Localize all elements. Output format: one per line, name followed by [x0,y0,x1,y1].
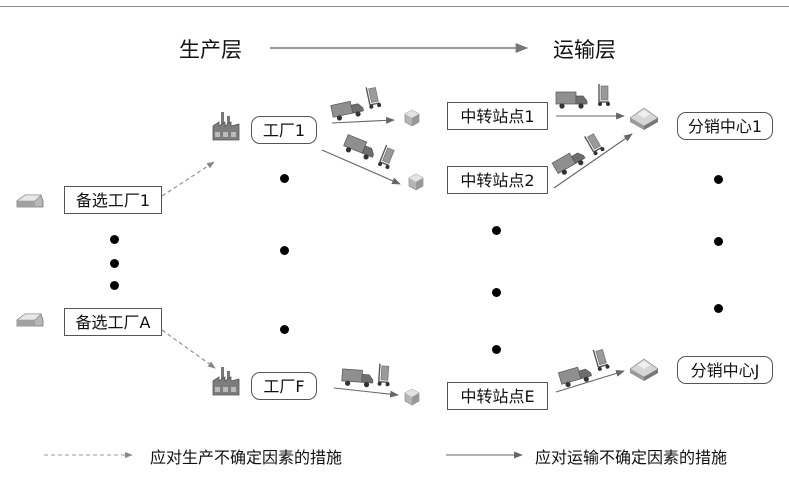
ellipsis-dot [110,259,119,268]
package-icon [404,388,420,406]
factory1-to-station1-arrow [331,116,395,124]
hand-truck-icon [597,83,611,107]
candidate-factory-a-box: 备选工厂A [64,308,162,336]
ellipsis-dot [492,288,501,297]
ellipsis-dot [492,226,501,235]
truck-icon [551,147,588,178]
candidate-factory-1-box: 备选工厂1 [64,186,162,214]
truck-icon [557,363,594,390]
warehouse-icon [16,313,44,327]
factory-icon [212,366,240,396]
ellipsis-dot [280,246,289,255]
hand-truck-icon [376,362,392,388]
ellipsis-dot [110,235,119,244]
distribution-center-icon [629,358,659,382]
legend-production-measures: 应对生产不确定因素的措施 [150,448,343,467]
truck-icon [555,91,588,110]
ellipsis-dot [280,174,289,183]
ellipsis-dot [110,281,119,290]
transfer-station-2-box: 中转站点2 [447,166,548,194]
ellipsis-dot [714,175,723,184]
transport-layer-title: 运输层 [553,38,616,62]
candidateA-to-factoryF-arrow [161,329,216,369]
factory-1-box: 工厂1 [251,116,317,144]
candidate1-to-factory1-arrow [161,161,215,197]
stationE-to-dcJ-arrow [555,369,625,393]
hand-truck-icon [376,144,398,171]
distribution-center-j-box: 分销中心J [677,356,773,384]
transfer-station-e-box: 中转站点E [447,382,548,410]
factoryF-to-stationE-arrow [333,387,399,398]
warehouse-icon [16,194,44,208]
package-icon [404,109,420,127]
distribution-center-icon [629,107,659,131]
truck-icon [330,98,365,123]
hand-truck-icon [583,130,606,157]
factory-f-box: 工厂F [251,372,317,400]
hand-truck-icon [591,346,611,373]
distribution-center-1-box: 分销中心1 [677,112,773,140]
production-layer-title: 生产层 [179,38,242,62]
hand-truck-icon [364,84,383,110]
transfer-station-1-box: 中转站点1 [447,102,548,130]
ellipsis-dot [280,325,289,334]
truck-icon [341,134,378,163]
ellipsis-dot [492,345,501,354]
factory-icon [212,111,240,141]
ellipsis-dot [714,304,723,313]
package-icon [408,173,424,191]
truck-icon [340,368,375,389]
ellipsis-dot [714,237,723,246]
legend-transport-measures: 应对运输不确定因素的措施 [535,448,728,467]
station2-to-dc1-arrow [553,133,633,189]
factory1-to-station2-arrow [321,149,401,185]
top-divider [0,6,789,7]
